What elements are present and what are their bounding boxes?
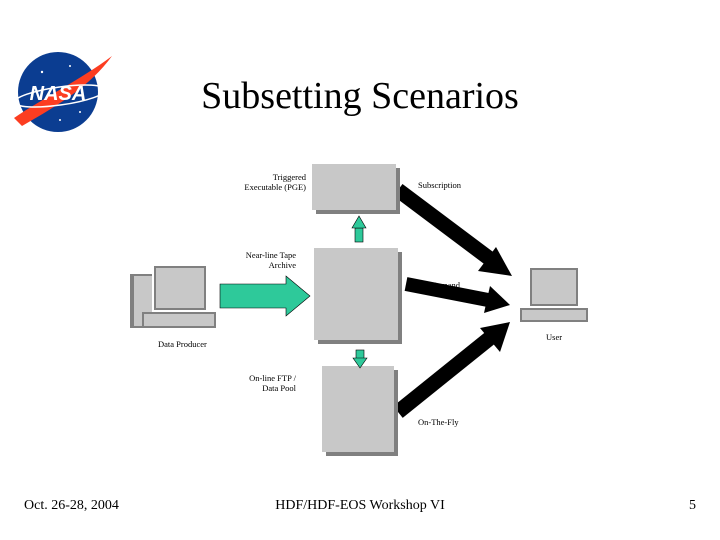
pge-server-box <box>312 164 400 214</box>
label-near-line-tape: Near-line Tape Archive <box>245 250 296 270</box>
slide-number: 5 <box>689 498 696 513</box>
tape-archive-box <box>314 248 402 344</box>
ftp-data-pool-box <box>322 366 398 456</box>
label-on-the-fly: On-The-Fly <box>418 417 459 427</box>
label-user: User <box>546 332 563 342</box>
arrow-subscription <box>393 184 512 276</box>
label-triggered-pge: Triggered Executable (PGE) <box>244 172 306 192</box>
nasa-logo-text: NASA <box>30 83 87 105</box>
arrow-down-green <box>352 349 368 369</box>
label-data-producer: Data Producer <box>158 339 207 349</box>
arrow-on-demand <box>404 277 510 313</box>
label-subscription: Subscription <box>418 180 461 190</box>
nasa-logo-icon <box>13 52 112 132</box>
footer-event: HDF/HDF-EOS Workshop VI <box>275 498 445 513</box>
arrow-up-green <box>351 215 367 243</box>
slide-title: Subsetting Scenarios <box>201 75 519 117</box>
user-computer-icon <box>520 268 588 322</box>
arrow-right-green <box>219 275 311 317</box>
label-on-demand: On-Demand <box>418 280 461 290</box>
data-producer-computer-icon <box>130 266 216 328</box>
label-online-ftp: On-line FTP / Data Pool <box>249 373 296 393</box>
footer-date: Oct. 26-28, 2004 <box>24 498 119 513</box>
arrow-on-the-fly <box>393 322 510 418</box>
